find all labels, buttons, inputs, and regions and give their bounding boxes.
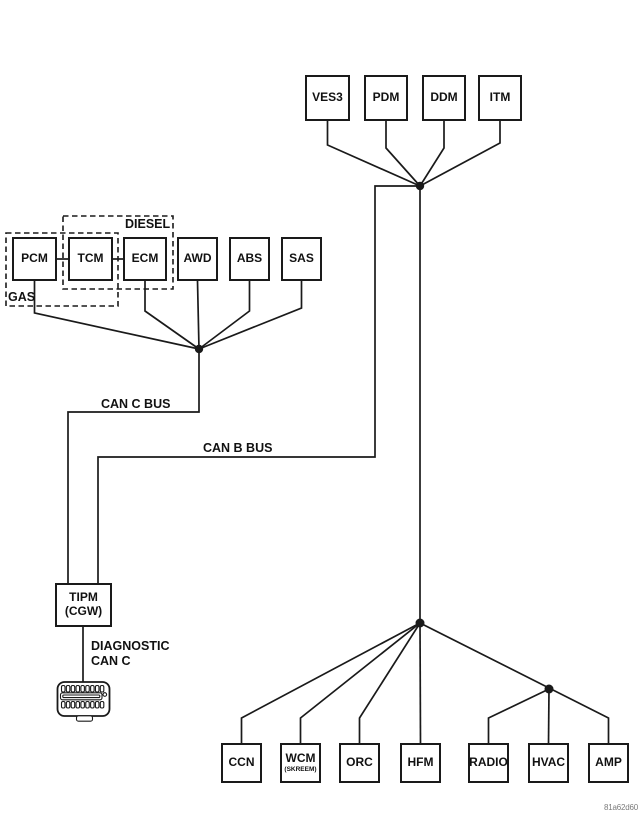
diagnostic-label-line1: DIAGNOSTIC <box>91 639 170 653</box>
module-label: WCM <box>285 751 316 766</box>
module-box-tcm: TCM <box>68 237 113 281</box>
module-label: AWD <box>183 251 212 266</box>
module-label: TCM <box>77 251 104 266</box>
module-box-awd: AWD <box>177 237 218 281</box>
junction-can-b-bottom <box>415 618 425 628</box>
obd-connector-icon <box>56 681 111 722</box>
diagnostic-label-line2: CAN C <box>91 654 131 668</box>
module-label: ECM <box>131 251 159 266</box>
module-label: PDM <box>372 90 400 105</box>
wire-awd <box>196 280 200 350</box>
gas-group-label: GAS <box>8 290 36 304</box>
module-box-amp: AMP <box>588 743 629 783</box>
junction-can-b-right <box>544 684 554 694</box>
diesel-group-label: DIESEL <box>125 217 171 231</box>
module-box-wcm: WCM (SKREEM) <box>280 743 321 783</box>
module-box-pdm: PDM <box>364 75 408 121</box>
module-label: HFM <box>407 755 434 770</box>
module-label: SAS <box>289 251 314 266</box>
wire-hvac <box>547 688 550 745</box>
gateway-box-tipm: TIPM (CGW) <box>55 583 112 627</box>
wire-can-b-bus <box>97 185 420 584</box>
module-box-pcm: PCM <box>12 237 57 281</box>
module-label: PCM <box>21 251 48 266</box>
module-box-sas: SAS <box>281 237 322 281</box>
module-label: DDM <box>430 90 458 105</box>
module-box-radio: RADIO <box>468 743 509 783</box>
can-c-bus-label: CAN C BUS <box>101 397 171 411</box>
module-box-orc: ORC <box>339 743 380 783</box>
can-b-bus-label: CAN B BUS <box>203 441 273 455</box>
wire-ves3 <box>326 121 421 187</box>
wire-itm <box>419 121 501 187</box>
gas-group-outline <box>5 232 119 307</box>
wire-hfm <box>419 622 422 745</box>
gateway-name: TIPM <box>69 590 98 605</box>
wire-radio <box>487 688 550 744</box>
module-box-ecm: ECM <box>123 237 167 281</box>
module-box-abs: ABS <box>229 237 270 281</box>
module-box-ddm: DDM <box>422 75 466 121</box>
module-sublabel: (SKREEM) <box>284 766 317 774</box>
wire-pcm <box>33 281 200 350</box>
module-label: RADIO <box>469 755 508 770</box>
wire-ecm <box>144 281 200 350</box>
wire-ddm <box>419 121 445 187</box>
junction-can-b-top <box>415 181 425 191</box>
wire-abs <box>198 281 251 350</box>
module-label: ITM <box>489 90 511 105</box>
module-box-itm: ITM <box>478 75 522 121</box>
wire-can-c-bus <box>67 349 200 584</box>
wire-wcm <box>299 622 421 744</box>
figure-id: 81a62d60 <box>604 803 638 812</box>
wire-orc <box>358 622 421 744</box>
module-label: AMP <box>595 755 622 770</box>
junction-can-c <box>194 344 204 354</box>
wire-sas <box>198 281 303 350</box>
module-label: CCN <box>228 755 255 770</box>
wire-amp-branch <box>419 622 610 744</box>
module-label: VES3 <box>312 90 343 105</box>
module-box-ves3: VES3 <box>305 75 350 121</box>
diesel-group-outline <box>62 215 174 290</box>
module-box-ccn: CCN <box>221 743 262 783</box>
module-box-hvac: HVAC <box>528 743 569 783</box>
module-label: ABS <box>236 251 263 266</box>
wire-pdm <box>385 121 421 187</box>
module-box-hfm: HFM <box>400 743 441 783</box>
module-label: ORC <box>346 755 373 770</box>
gateway-sub: (CGW) <box>64 604 103 618</box>
wire-ccn <box>240 622 421 744</box>
diagnostic-can-c-label: DIAGNOSTIC CAN C <box>91 639 169 669</box>
module-label: HVAC <box>531 755 566 770</box>
